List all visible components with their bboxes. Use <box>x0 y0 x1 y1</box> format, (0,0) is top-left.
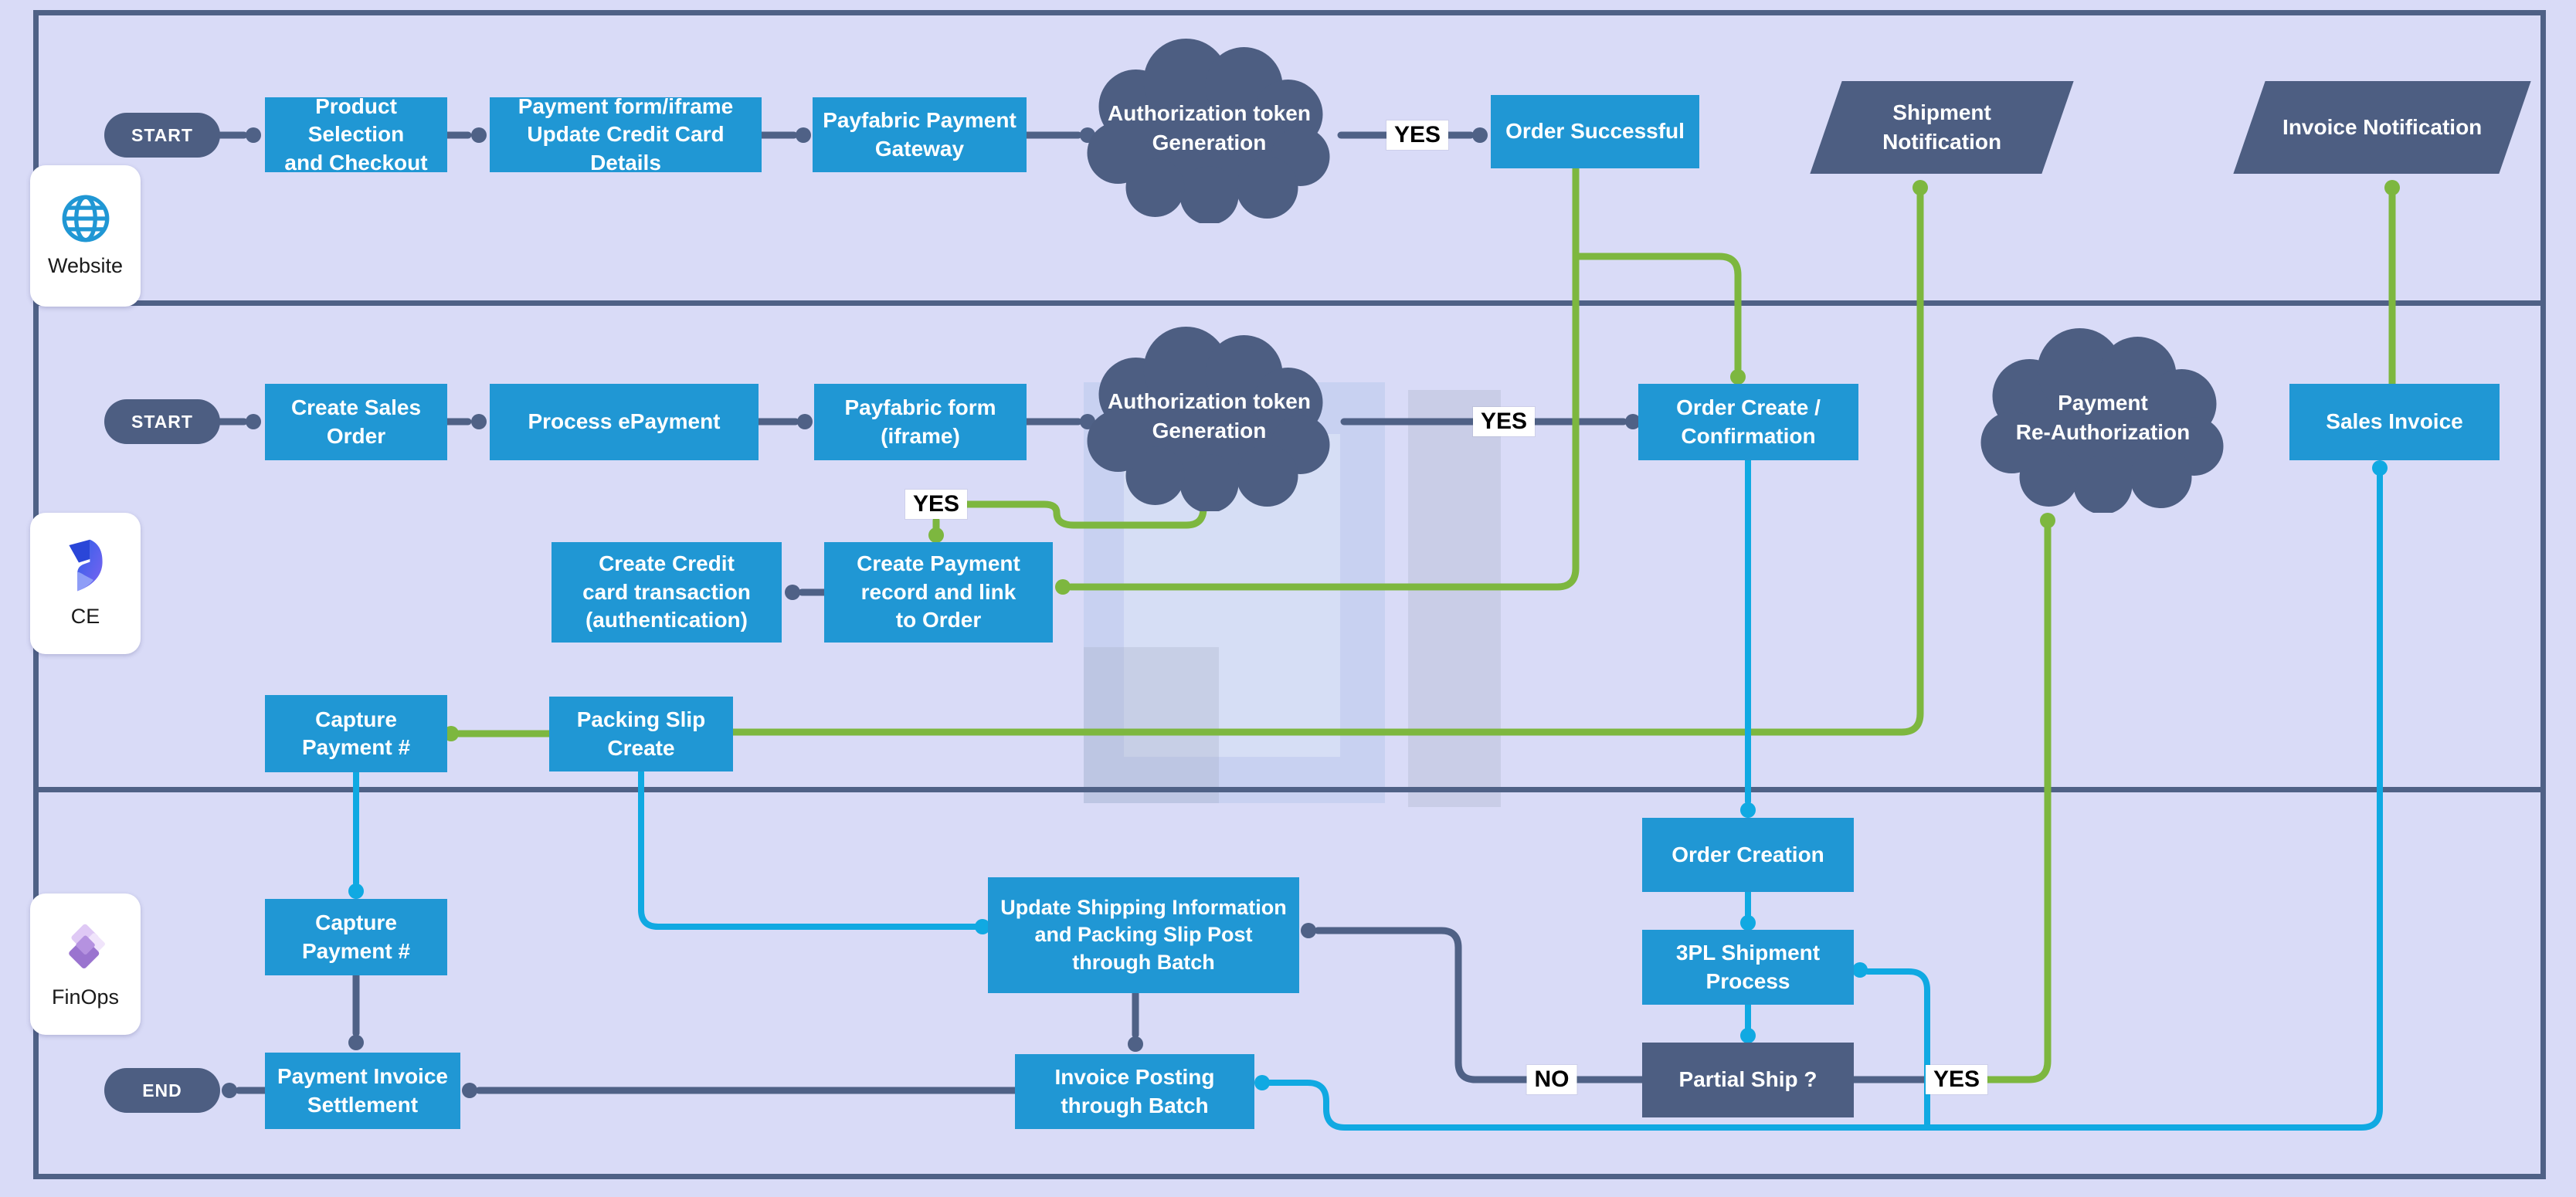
node-order-create: Order Create / Confirmation <box>1638 384 1858 460</box>
lane-card-ce: CE <box>30 513 141 654</box>
start-terminator-website: START <box>104 113 220 158</box>
node-capture-payment-ce: Capture Payment # <box>265 695 447 772</box>
shipment-notification-label: Shipment Notification <box>1882 100 2001 154</box>
cloud-payment-reauth-label: Payment Re-Authorization <box>2015 391 2191 444</box>
cloud-payment-reauth: Payment Re-Authorization <box>1970 323 2236 513</box>
node-packing-slip: Packing Slip Create <box>549 697 733 771</box>
end-label: END <box>142 1080 182 1100</box>
no-label-partial-ship: NO <box>1526 1065 1577 1094</box>
cloud-auth-token-website: Authorization token Generation <box>1076 33 1342 223</box>
lane-divider-website-ce <box>33 300 2546 306</box>
start-label: START <box>131 124 193 145</box>
node-payfabric-gateway: Payfabric Payment Gateway <box>813 97 1027 172</box>
node-create-credit: Create Credit card transaction (authenti… <box>552 542 782 643</box>
yes-label-ce-order: YES <box>1472 407 1536 436</box>
dynamics-finops-icon <box>68 924 105 969</box>
node-3pl-shipment: 3PL Shipment Process <box>1642 930 1854 1005</box>
end-terminator: END <box>104 1068 220 1113</box>
node-shipment-notification: Shipment Notification <box>1810 81 2074 174</box>
node-order-creation: Order Creation <box>1642 818 1854 892</box>
node-partial-ship: Partial Ship ? <box>1642 1043 1854 1117</box>
lane-divider-ce-finops <box>33 787 2546 792</box>
yes-label-partial-ship: YES <box>1925 1065 1988 1094</box>
cloud-auth-token-ce: Authorization token Generation <box>1076 321 1342 511</box>
node-create-sales-order: Create Sales Order <box>265 384 447 460</box>
cloud-auth-token-label: Authorization token Generation <box>1108 389 1311 443</box>
node-process-epayment: Process ePayment <box>490 384 759 460</box>
node-payment-invoice-settlement: Payment Invoice Settlement <box>265 1053 460 1129</box>
lane-label-website: Website <box>47 254 124 277</box>
lane-label-finops: FinOps <box>51 985 120 1009</box>
node-invoice-posting: Invoice Posting through Batch <box>1015 1054 1254 1129</box>
dynamics-ce-icon <box>68 539 103 592</box>
node-invoice-notification: Invoice Notification <box>2233 81 2531 174</box>
yes-label-website: YES <box>1386 120 1449 150</box>
node-payfabric-form: Payfabric form (iframe) <box>814 384 1027 460</box>
lane-label-ce: CE <box>70 605 100 628</box>
node-update-shipping: Update Shipping Information and Packing … <box>988 877 1299 993</box>
globe-icon <box>62 195 109 242</box>
lane-card-finops: FinOps <box>30 894 141 1035</box>
yes-label-ce-payment: YES <box>904 490 968 519</box>
node-order-successful: Order Successful <box>1491 95 1699 168</box>
node-product-selection: Product Selection and Checkout <box>265 94 447 175</box>
start-label: START <box>131 411 193 432</box>
start-terminator-ce: START <box>104 399 220 444</box>
node-payment-form: Payment form/iframe Update Credit Card D… <box>490 94 762 175</box>
node-sales-invoice: Sales Invoice <box>2289 384 2500 460</box>
lane-card-website: Website <box>30 165 141 307</box>
invoice-notification-label: Invoice Notification <box>2282 115 2483 140</box>
node-capture-payment-finops: Capture Payment # <box>265 899 447 975</box>
node-create-payment-record: Create Payment record and link to Order <box>824 542 1053 643</box>
cloud-auth-token-label: Authorization token Generation <box>1108 101 1311 154</box>
